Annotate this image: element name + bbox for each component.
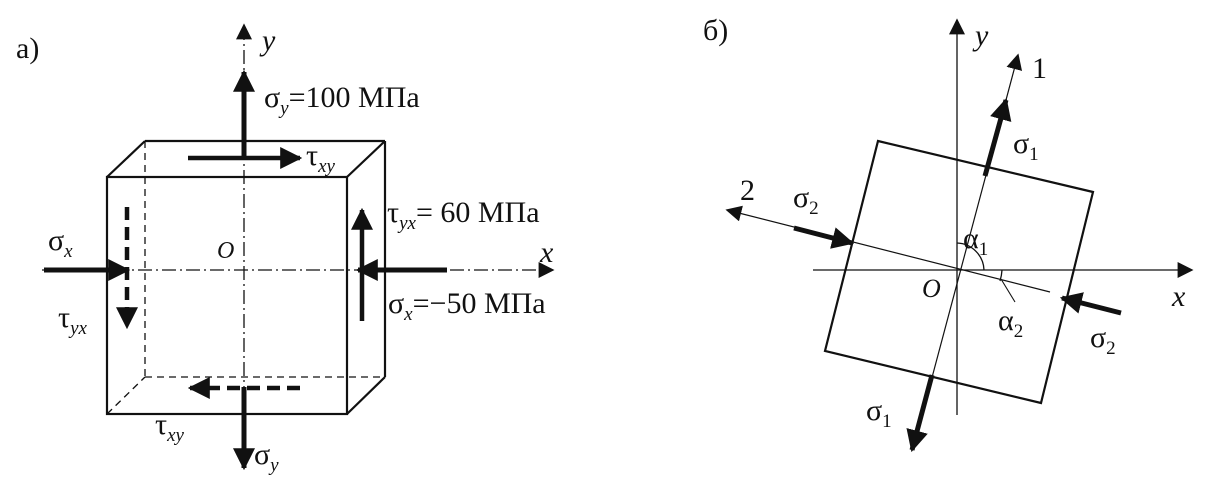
rotated-element [823, 139, 1095, 405]
panel-b-label: б) [703, 14, 728, 47]
sigma-y-top-label: σy=100 МПа [264, 81, 420, 119]
origin-label-b: O [922, 274, 941, 303]
sigma-1-bottom-label: σ1 [866, 394, 892, 432]
cube-bottom-right-edge [346, 376, 386, 415]
tau-yx-left-label: τyx [58, 301, 87, 339]
sigma-1-bottom-arrow [906, 374, 935, 453]
panel-b: б) x y O 1 2 α1 α2 σ1 σ1 σ2 σ2 [703, 14, 1194, 453]
sigma-2-right-label: σ2 [1090, 321, 1116, 359]
alpha-1-arc [956, 242, 985, 271]
cube-hidden-diagonal-edge [106, 376, 146, 415]
tau-yx-right-label: τyx= 60 МПа [387, 196, 540, 234]
sigma-2-left-label: σ2 [793, 181, 819, 219]
sigma-1-top-label: σ1 [1013, 127, 1039, 165]
x-axis-label-a: x [539, 236, 554, 269]
origin-label-a: O [217, 238, 234, 264]
principal-axis-1-label: 1 [1032, 52, 1047, 85]
sigma-1-top-arrow [982, 97, 1012, 177]
panel-a-label: а) [16, 32, 39, 65]
principal-axis-2 [725, 205, 1051, 293]
tau-xy-bottom-label: τxy [155, 408, 184, 446]
cube-top-left-edge [106, 140, 146, 178]
sigma-x-left-label: σx [48, 224, 73, 262]
y-axis-label-a: y [259, 24, 276, 57]
sigma-2-left-arrow [793, 225, 855, 249]
panel-a: а) x y O σy=100 МПа τxy σy τxy [16, 23, 555, 476]
principal-axis-2-label: 2 [740, 174, 755, 207]
cube-front-face [105, 175, 349, 416]
cube-top-right-edge [346, 140, 386, 178]
tau-xy-top-label: τxy [306, 139, 335, 177]
alpha-1-label: α1 [963, 222, 988, 260]
sigma-2-right-arrow [1059, 292, 1122, 316]
sigma-y-bottom-label: σy [254, 438, 279, 476]
alpha-2-arc [999, 269, 1003, 282]
y-axis-label-b: y [972, 19, 989, 52]
alpha-2-leader [1000, 278, 1016, 303]
alpha-2-label: α2 [998, 304, 1023, 342]
stress-cube [105, 139, 387, 416]
sigma-x-right-label: σx=−50 МПа [388, 287, 546, 325]
x-axis-label-b: x [1171, 280, 1186, 313]
